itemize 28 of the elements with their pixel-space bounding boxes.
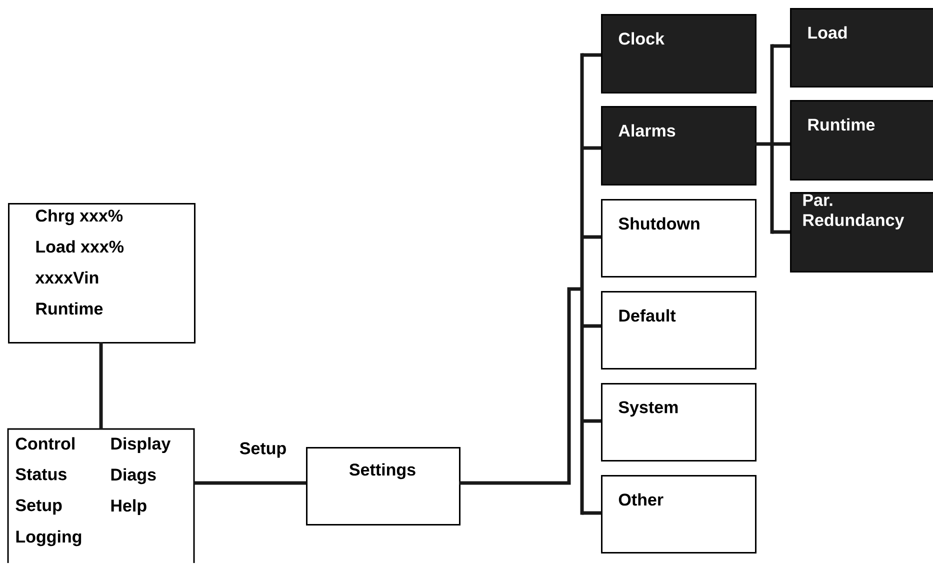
connector-line bbox=[772, 142, 790, 146]
screen-box: Shutdown bbox=[601, 199, 756, 278]
connector-line bbox=[580, 53, 584, 515]
edge-label: Setup bbox=[238, 441, 288, 459]
screen-box: Other bbox=[601, 475, 756, 554]
connector-line bbox=[194, 481, 306, 485]
screen-box: Default bbox=[601, 291, 756, 370]
connector-line bbox=[459, 287, 582, 485]
connector-line bbox=[755, 142, 772, 146]
screen-box: Control Display Status Diags Setup Help Logging bbox=[7, 428, 195, 563]
connector-line bbox=[582, 419, 601, 423]
connector-line bbox=[582, 324, 601, 328]
screen-box: System bbox=[601, 383, 756, 462]
menu-box: Alarms bbox=[601, 106, 756, 186]
connector-line bbox=[770, 44, 774, 234]
connector-line bbox=[582, 53, 601, 57]
connector-line bbox=[772, 230, 790, 234]
connector-line bbox=[582, 235, 601, 239]
menu-box: Load bbox=[790, 8, 933, 88]
menu-box: Par. Redundancy bbox=[790, 192, 933, 272]
screen-box: Chrg xxx% Load xxx% xxxxVin Runtime bbox=[8, 203, 196, 344]
screen-box: Settings bbox=[306, 447, 460, 526]
connector-line bbox=[582, 146, 601, 150]
connector-line bbox=[99, 342, 103, 429]
menu-box: Runtime bbox=[790, 100, 933, 180]
connector-line bbox=[582, 511, 601, 515]
menu-box: Clock bbox=[601, 14, 756, 94]
connector-line bbox=[772, 44, 790, 48]
